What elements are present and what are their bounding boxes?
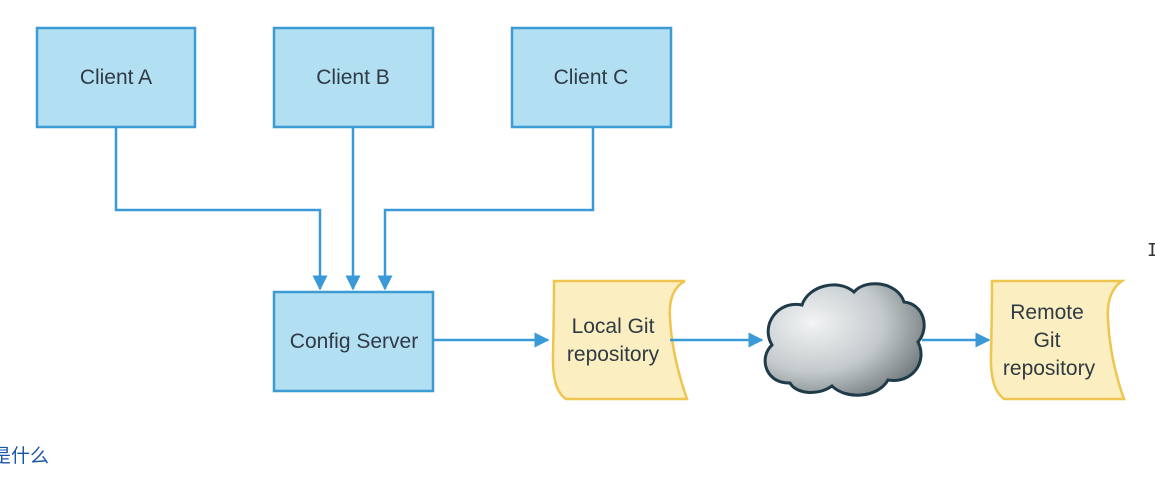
remote-git-label-line-3: repository xyxy=(1003,357,1096,380)
text-cursor-icon: I xyxy=(1147,240,1155,261)
client-c-node: Client C xyxy=(510,26,673,129)
local-git-label-line-2: repository xyxy=(567,343,660,366)
client-a-label: Client A xyxy=(80,66,152,89)
local-git-label-line-1: Local Git xyxy=(572,315,655,338)
remote-git-repository-node: Remote Git repository xyxy=(989,279,1127,401)
client-a-node: Client A xyxy=(35,26,197,129)
local-git-repository-node: Local Git repository xyxy=(551,279,689,401)
remote-git-label-line-2: Git xyxy=(1034,329,1061,352)
client-b-node: Client B xyxy=(272,26,435,129)
arrow-client-c-to-config-server xyxy=(377,127,595,291)
remote-git-label-line-1: Remote xyxy=(1010,301,1084,324)
client-c-label: Client C xyxy=(554,66,629,89)
arrow-client-a-to-config-server xyxy=(114,127,328,291)
config-server-label: Config Server xyxy=(290,330,418,353)
config-server-node: Config Server xyxy=(272,290,435,393)
caption-link[interactable]: 是什么 xyxy=(0,445,50,467)
client-b-label: Client B xyxy=(316,66,390,89)
cloud-icon xyxy=(763,282,926,397)
